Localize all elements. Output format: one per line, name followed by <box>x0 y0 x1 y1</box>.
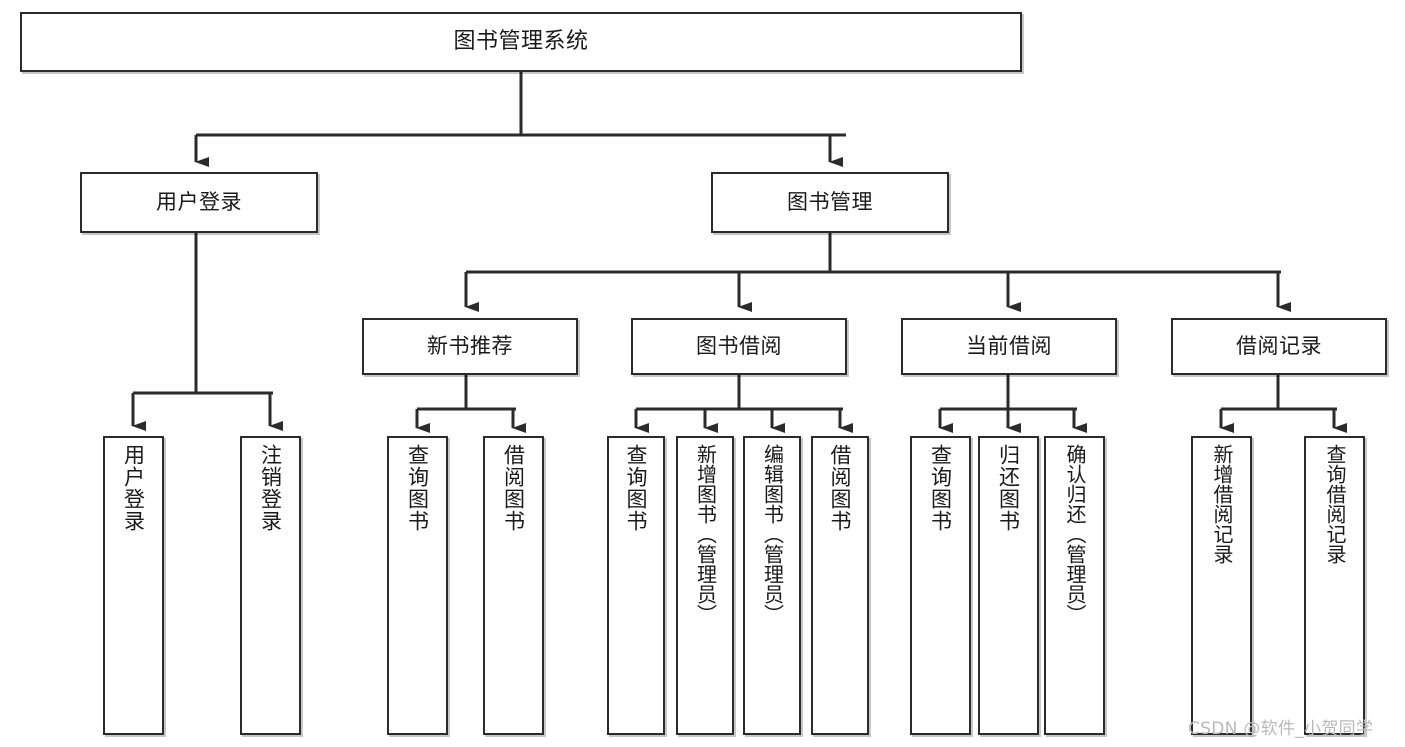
leaf-new-book-query-book[interactable]: 查询图书 <box>387 436 448 735</box>
node-label: 查询借阅记录 <box>1323 444 1347 564</box>
leaf-borrow-edit-book-admin[interactable]: 编辑图书（管理员） <box>743 436 801 735</box>
leaf-borrow-add-book-admin[interactable]: 新增图书（管理员） <box>676 436 734 735</box>
node-borrowing-record[interactable]: 借阅记录 <box>1171 318 1387 375</box>
node-current-borrowing[interactable]: 当前借阅 <box>901 318 1117 375</box>
leaf-user-login-signin[interactable]: 用户登录 <box>103 436 164 735</box>
node-label: 查询图书 <box>624 444 649 532</box>
node-label: 确认归还（管理员） <box>1063 444 1087 624</box>
leaf-record-add-borrow-record[interactable]: 新增借阅记录 <box>1191 436 1252 735</box>
node-label: 借阅图书 <box>828 444 853 532</box>
node-book-borrowing[interactable]: 图书借阅 <box>631 318 847 375</box>
node-root-book-management-system[interactable]: 图书管理系统 <box>20 12 1022 72</box>
node-label: 查询图书 <box>928 444 953 532</box>
node-new-book-recommendation[interactable]: 新书推荐 <box>362 318 578 375</box>
leaf-record-query-borrow-record[interactable]: 查询借阅记录 <box>1304 436 1365 735</box>
leaf-borrow-query-book[interactable]: 查询图书 <box>607 436 665 735</box>
node-label: 用户登录 <box>156 190 242 215</box>
node-label: 编辑图书（管理员） <box>760 444 785 624</box>
node-label: 图书借阅 <box>696 334 782 359</box>
node-label: 借阅图书 <box>501 444 526 532</box>
node-label: 当前借阅 <box>966 334 1052 359</box>
leaf-borrow-borrow-book[interactable]: 借阅图书 <box>811 436 869 735</box>
leaf-current-confirm-return-admin[interactable]: 确认归还（管理员） <box>1044 436 1105 735</box>
node-book-management[interactable]: 图书管理 <box>711 172 949 233</box>
leaf-user-login-signout[interactable]: 注销登录 <box>240 436 301 735</box>
node-label: 查询图书 <box>405 444 430 532</box>
node-label: 新增图书（管理员） <box>693 444 718 624</box>
node-label: 图书管理 <box>787 190 873 215</box>
csdn-watermark: CSDN @软件_小贺同学 <box>1188 719 1374 739</box>
node-user-login[interactable]: 用户登录 <box>80 172 318 233</box>
node-label: 注销登录 <box>258 444 283 532</box>
node-label: 归还图书 <box>996 444 1021 532</box>
node-label: 图书管理系统 <box>453 29 589 55</box>
leaf-current-return-book[interactable]: 归还图书 <box>978 436 1039 735</box>
node-label: 借阅记录 <box>1236 334 1322 359</box>
leaf-current-query-book[interactable]: 查询图书 <box>910 436 971 735</box>
node-label: 用户登录 <box>121 444 146 532</box>
node-label: 新增借阅记录 <box>1210 444 1234 564</box>
leaf-new-book-borrow-book[interactable]: 借阅图书 <box>483 436 544 735</box>
node-label: 新书推荐 <box>427 334 513 359</box>
